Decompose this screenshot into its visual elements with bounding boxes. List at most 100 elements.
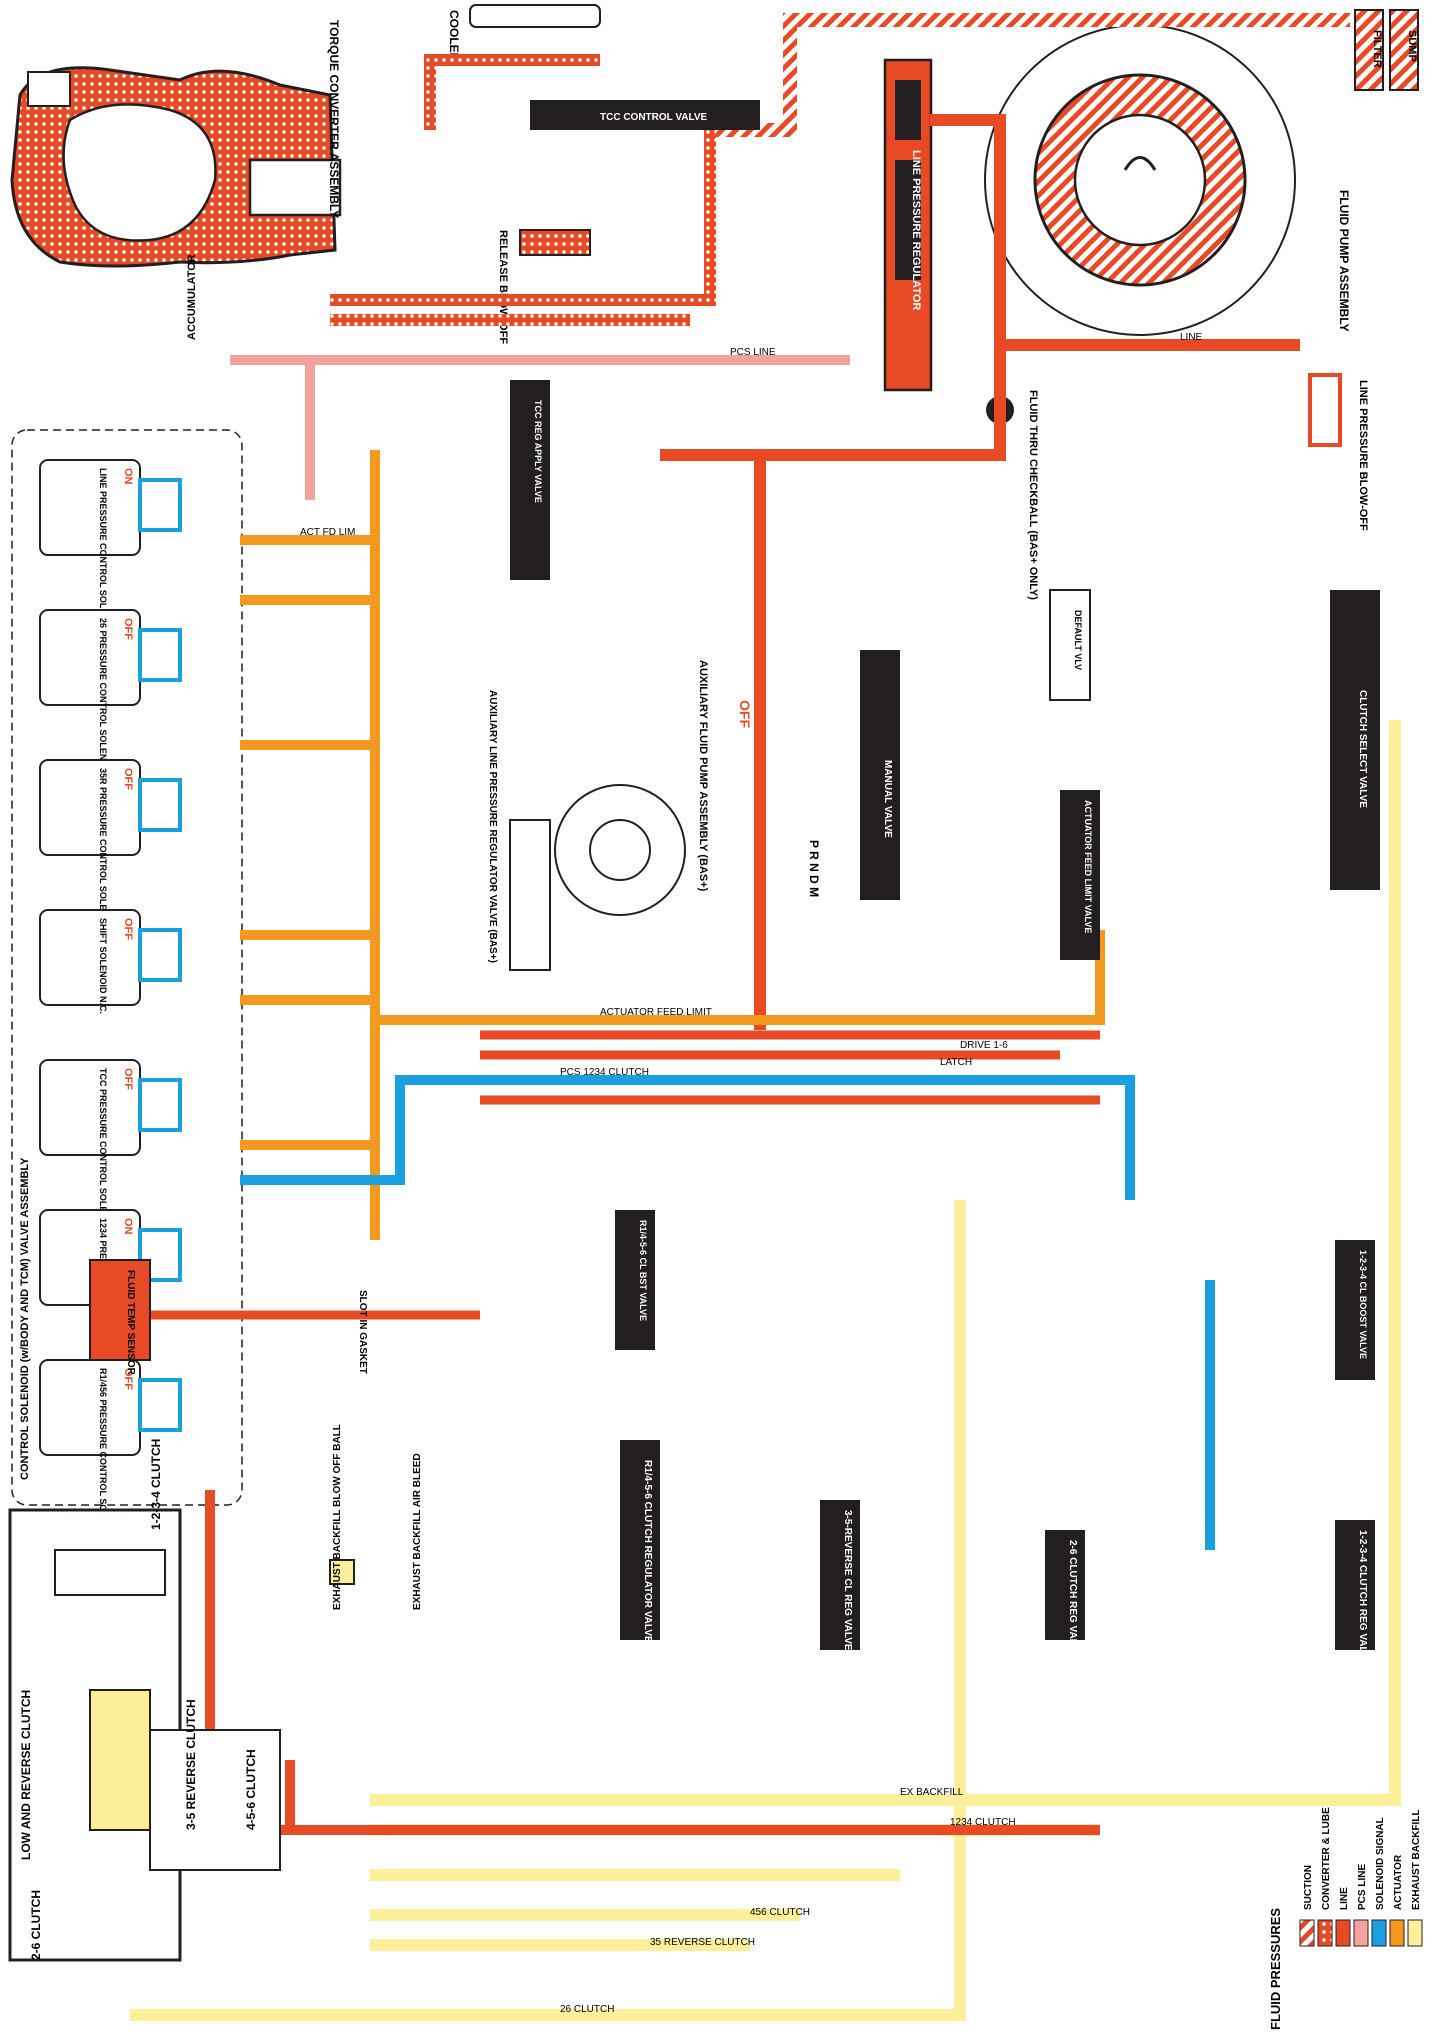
label-ex-backfill: EX BACKFILL: [900, 1787, 964, 1798]
bst-valve: R1/4-5-6 CL BST VALVE: [615, 1210, 655, 1350]
legend-swatch: [1299, 1919, 1315, 1947]
label-release-blowoff: RELEASE BLOW-OFF: [497, 230, 509, 344]
reg-26: 2-6 CLUTCH REG VALVE: [1045, 1530, 1085, 1658]
exhaust-blowoff: EXHAUST BACKFILL BLOW OFF BALL EXHAUST B…: [329, 1424, 423, 1610]
label-drive-16: DRIVE 1-6: [960, 1040, 1008, 1051]
label-reg-r1456: R1/4-5-6 CLUTCH REGULATOR VALVE: [642, 1460, 653, 1643]
label-35-reverse-clutch: 35 REVERSE CLUTCH: [650, 1937, 755, 1948]
legend-label: PCS LINE: [1357, 1864, 1368, 1910]
label-aux-pump: AUXILIARY FLUID PUMP ASSEMBLY (BAS+): [697, 660, 709, 892]
line-passage-mid: [150, 1030, 1100, 1320]
solenoid: TCC PRESSURE CONTROL SOLENOID N.L.OFF: [39, 1059, 182, 1254]
fluid-temp-sensor: FLUID TEMP SENSOR SLOT IN GASKET: [89, 1259, 368, 1376]
label-pcs-line: PCS LINE: [730, 347, 776, 358]
solenoid-state: OFF: [122, 1368, 134, 1390]
solenoid-name: R1/456 PRESSURE CONTROL SOLENOID N.H.: [98, 1368, 108, 1566]
legend-swatch: [1389, 1919, 1405, 1947]
label-reg-1234: 1-2-3-4 CLUTCH REG VALVE: [1357, 1530, 1368, 1666]
fluid-pump: FLUID PUMP ASSEMBLY: [984, 24, 1351, 336]
label-slot-gasket: SLOT IN GASKET: [357, 1290, 368, 1374]
label-valve-body: CONTROL SOLENOID (w/BODY AND TCM) VALVE …: [19, 1157, 31, 1480]
solenoid-name: SHIFT SOLENOID N.C.: [98, 918, 108, 1014]
release-blowoff: RELEASE BLOW-OFF: [497, 229, 591, 344]
solenoid-port: [138, 1378, 182, 1432]
pcs-line-passage: [230, 355, 850, 500]
label-afl-valve: ACTUATOR FEED LIMIT VALVE: [1083, 800, 1093, 933]
label-aux-pump-state: OFF: [737, 700, 753, 728]
solenoid-port: [138, 778, 182, 832]
solenoid-list: LINE PRESSURE CONTROL SOLENOID N.H. ON 26 …: [39, 459, 182, 1566]
reg-35r: 3-5-REVERSE CL REG VALVE: [820, 1500, 860, 1651]
label-manual-valve: MANUAL VALVE: [882, 760, 893, 838]
legend-swatch: [1317, 1919, 1333, 1947]
legend-swatch: [1407, 1919, 1423, 1947]
label-accumulator-top: ACCUMULATOR: [186, 254, 198, 340]
actuator-feed-limit-valve: ACTUATOR FEED LIMIT VALVE: [1060, 790, 1100, 960]
label-gear-positions: P R N D M: [807, 840, 821, 897]
legend-label: SUCTION: [1303, 1865, 1314, 1910]
solenoid-name: TCC PRESSURE CONTROL SOLENOID N.L.: [98, 1068, 108, 1254]
label-clutch-1234: 1-2-3-4 CLUTCH: [149, 1439, 163, 1530]
label-pcs-1234-clutch: PCS 1234 CLUTCH: [560, 1067, 649, 1078]
legend-label: SOLENOID SIGNAL: [1375, 1817, 1386, 1910]
label-clutch-select: CLUTCH SELECT VALVE: [1357, 690, 1368, 808]
label-tcc-reg-apply: TCC REG APPLY VALVE: [533, 400, 543, 503]
label-reg-35r: 3-5-REVERSE CL REG VALVE: [842, 1510, 853, 1651]
reg-r1456: R1/4-5-6 CLUTCH REGULATOR VALVE: [620, 1440, 660, 1643]
solenoid-port: [138, 1078, 182, 1132]
manual-valve: MANUAL VALVE P R N D M: [807, 650, 900, 900]
solenoid: SHIFT SOLENOID N.C. OFF: [39, 909, 182, 1014]
label-line-blowoff: LINE PRESSURE BLOW-OFF: [1357, 380, 1369, 531]
solenoid-name: 26 PRESSURE CONTROL SOLENOID N.L.: [98, 618, 108, 796]
solenoid-state: OFF: [122, 918, 134, 940]
label-actuator-feed-limit: ACTUATOR FEED LIMIT: [600, 1007, 712, 1018]
solenoid-name: LINE PRESSURE CONTROL SOLENOID N.H.: [98, 468, 108, 657]
legend-swatch: [1371, 1919, 1387, 1947]
label-clutch-26: 2-6 CLUTCH: [29, 1890, 43, 1960]
solenoid-state: OFF: [122, 768, 134, 790]
clutch-select-valve: CLUTCH SELECT VALVE: [1330, 590, 1380, 890]
label-exhaust-blowoff: EXHAUST BACKFILL BLOW OFF BALL: [332, 1424, 343, 1610]
label-line-regulator: LINE PRESSURE REGULATOR: [910, 150, 922, 310]
label-filter: FILTER: [1371, 30, 1383, 68]
label-26-clutch: 26 CLUTCH: [560, 2004, 614, 2015]
label-fluid-temp: FLUID TEMP SENSOR: [125, 1270, 136, 1376]
label-cooler: COOLER: [447, 10, 461, 62]
solenoid-state: ON: [122, 1218, 134, 1235]
tcc-control-valve: TCC CONTROL VALVE: [530, 100, 760, 130]
legend-label: EXHAUST BACKFILL: [1411, 1809, 1422, 1910]
solenoid-state: OFF: [122, 618, 134, 640]
torque-converter: TORQUE CONVERTER ASSEMBLY: [10, 20, 342, 268]
legend-label: CONVERTER & LUBE: [1321, 1807, 1332, 1910]
cooler: COOLER: [447, 4, 601, 62]
boost-1234: 1-2-3-4 CL BOOST VALVE: [1335, 1240, 1375, 1380]
solenoid-port: [138, 628, 182, 682]
valve-body-box: [11, 429, 243, 1506]
solenoid-port: [138, 928, 182, 982]
tcc-reg-apply: TCC REG APPLY VALVE: [510, 380, 550, 580]
legend-label: LINE: [1339, 1887, 1350, 1910]
solenoid: 35R PRESSURE CONTROL SOLENOID N.L. OFF: [39, 759, 182, 952]
reg-1234: 1-2-3-4 CLUTCH REG VALVE: [1335, 1520, 1375, 1666]
solenoid-state: ON: [122, 468, 134, 485]
legend-swatch: [1353, 1919, 1369, 1947]
label-1234-clutch: 1234 CLUTCH: [950, 1817, 1016, 1828]
label-checkball: FLUID THRU CHECKBALL (BAS+ ONLY): [1027, 390, 1039, 600]
solenoid-name: 35R PRESSURE CONTROL SOLENOID N.L.: [98, 768, 108, 952]
actuator-passage: [240, 450, 1105, 1240]
default-valve: DEFAULT VLV: [1049, 589, 1091, 701]
label-boost-1234: 1-2-3-4 CL BOOST VALVE: [1358, 1250, 1368, 1359]
label-latch: LATCH: [940, 1057, 972, 1068]
line-regulator: LINE PRESSURE REGULATOR: [883, 58, 933, 392]
solenoid: 26 PRESSURE CONTROL SOLENOID N.L. OFF: [39, 609, 182, 796]
legend-swatch: [1335, 1919, 1351, 1947]
label-reg-26: 2-6 CLUTCH REG VALVE: [1067, 1540, 1078, 1658]
label-clutch-456: 4-5-6 CLUTCH: [244, 1749, 258, 1830]
aux-line-reg: AUXILIARY LINE PRESSURE REGULATOR VALVE …: [487, 690, 551, 971]
label-torque-converter: TORQUE CONVERTER ASSEMBLY: [327, 20, 341, 218]
checkball: FLUID THRU CHECKBALL (BAS+ ONLY): [986, 390, 1039, 600]
label-clutch-lr: LOW AND REVERSE CLUTCH: [19, 1690, 33, 1860]
solenoid-signal-passage: [240, 1075, 1215, 1550]
converter-passage: [330, 54, 716, 326]
